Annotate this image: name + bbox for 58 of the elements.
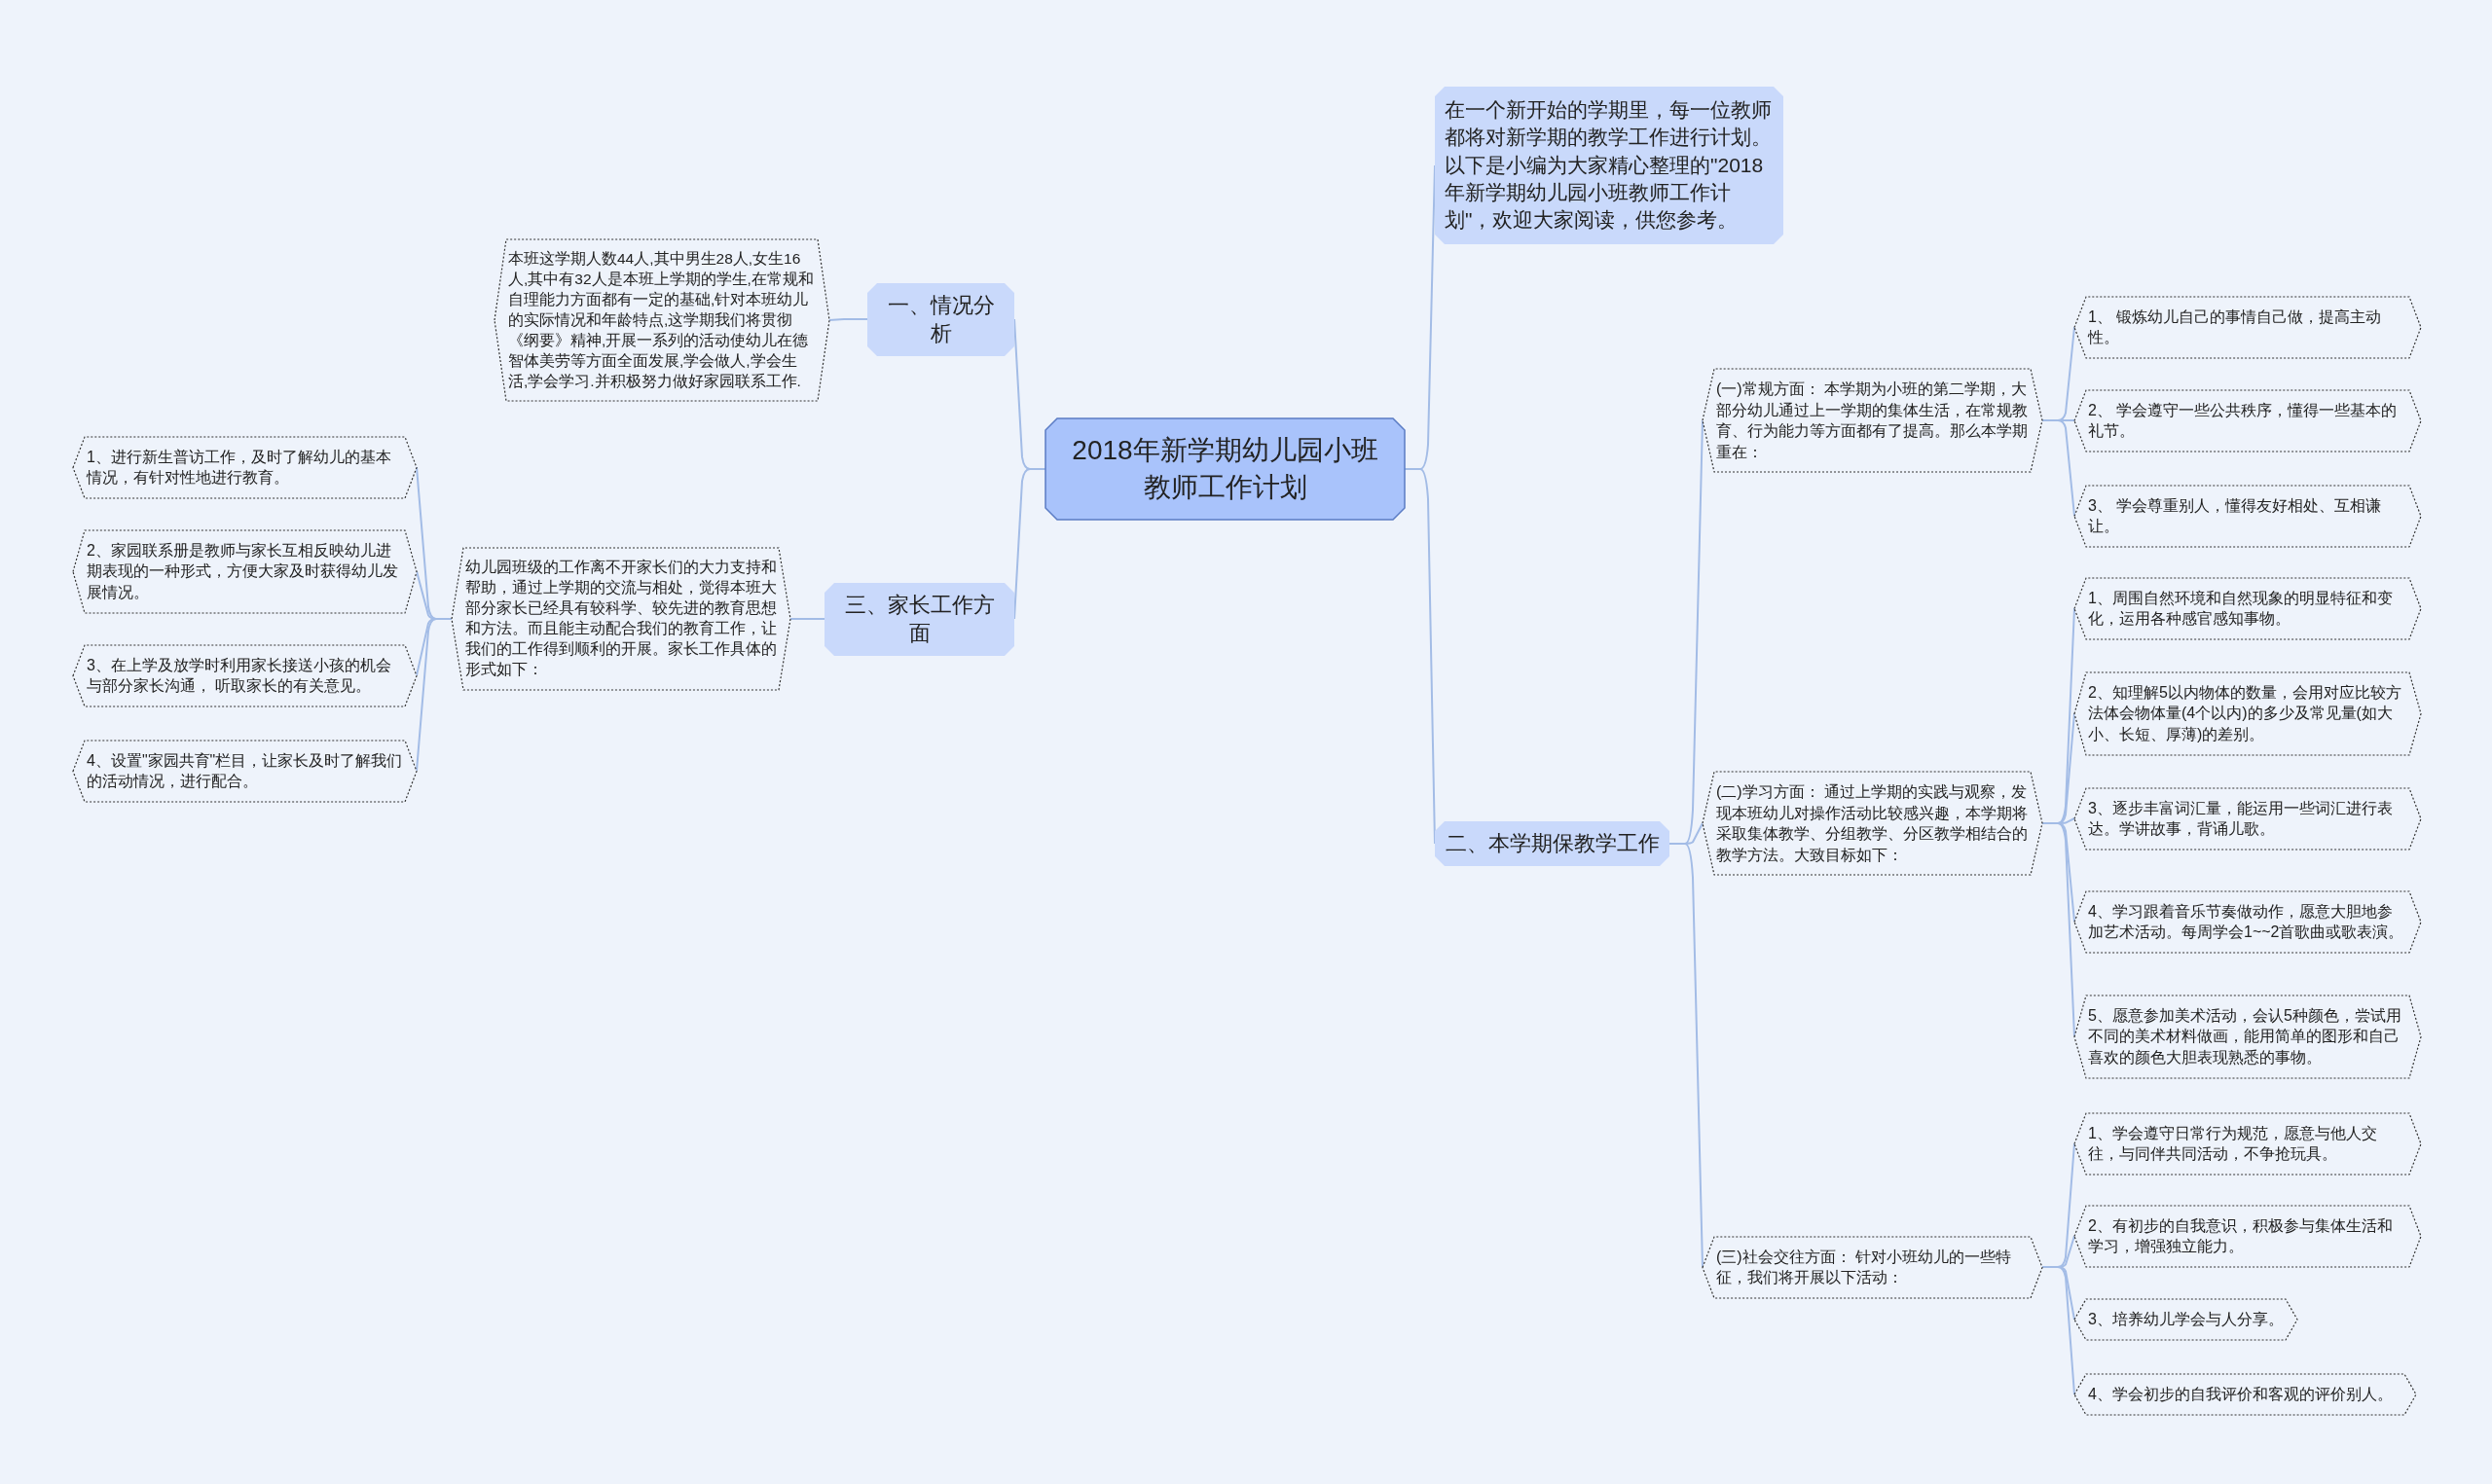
connector-line [2041,1266,2075,1395]
subtopic-text: 1、周围自然环境和自然现象的明显特征和变化，运用各种感官感知事物。 [2088,588,2394,630]
branch-topic-text: 一、情况分析 [886,291,996,348]
subtopic-box [73,529,417,613]
subtopic-box [2074,1205,2421,1267]
subtopic-text: 3、在上学及放学时利用家长接送小孩的机会与部分家长沟通， 听取家长的有关意见。 [87,655,392,697]
subtopic-text: 4、学会初步的自我评价和客观的评价别人。 [2088,1385,2393,1404]
connector-line [789,618,825,620]
subtopic-text: 4、设置"家园共育"栏目，让家长及时了解我们的活动情况，进行配合。 [87,750,403,792]
branch-topic-text: 二、本学期保教学工作 [1445,830,1660,857]
subtopic-text: 本班这学期人数44人,其中男生28人,女生16人,其中有32人是本班上学期的学生,在常规和自理能力方面都有一定的基础,针对本班幼儿的实际情况和年龄特点,这学期我们将贯彻《纲要》精神,开展一系列的活动使幼儿在德智体美劳等方面全面发展,学会做人,学会生活,学会学习.并积极努力做好家园联系工作. [508,249,815,391]
subtopic-text: (二)学习方面： 通过上学期的实践与观察，发现本班幼儿对操作活动比较感兴趣，本学期将采取集体教学、分组教学、分区教学相结合的教学方法。大致目标如下： [1716,782,2029,865]
subtopic-box [73,436,417,498]
subtopic-text: (一)常规方面： 本学期为小班的第二学期，大部分幼儿通过上一学期的集体生活，在常规教育、行为能力等方面都有了提高。那么本学期重在： [1716,380,2029,462]
subtopic-text: 幼儿园班级的工作离不开家长们的大力支持和帮助，通过上学期的交流与相处，觉得本班大部分家长已经具有较科学、较先进的教育思想和方法。而且能主动配合我们的教育工作，让我们的工作得到顺利的开展。家长工作具体的形式如下： [465,558,777,679]
subtopic-box [1703,369,2042,473]
subtopic-box [2074,1112,2421,1175]
central-topic-box [1045,418,1405,520]
central-topic-text: 2018年新学期幼儿园小班教师工作计划 [1071,434,1379,504]
subtopic-text: 4、学习跟着音乐节奏做动作，愿意大胆地参加艺术活动。每周学会1~~2首歌曲或歌表演。 [2088,901,2405,943]
connector-line [828,318,868,321]
connector-line [2041,419,2075,517]
subtopic-box [1703,772,2042,876]
intro-text: 在一个新开始的学期里，每一位教师都将对新学期的教学工作进行计划。以下是小编为大家精心整理的"2018年新学期幼儿园小班教师工作计划"，欢迎大家阅读，供您参考。 [1445,97,1773,234]
subtopic-text: 3、逐步丰富词汇量，能运用一些词汇进行表达。学讲故事，背诵儿歌。 [2088,798,2394,840]
intro-box [1435,87,1783,244]
subtopic-text: 1、学会遵守日常行为规范，愿意与他人交往，与同伴共同活动，不争抢玩具。 [2088,1123,2378,1165]
subtopic-text: (三)社会交往方面： 针对小班幼儿的一些特征，我们将开展以下活动： [1716,1247,2013,1288]
subtopic-box [2074,577,2421,639]
subtopic-box [452,548,790,690]
subtopic-text: 3、培养幼儿学会与人分享。 [2088,1310,2284,1329]
subtopic-box [2074,995,2421,1078]
branch-topic-box [1435,821,1669,866]
subtopic-text: 2、知理解5以内物体的数量，会用对应比较方法体会物体量(4个以内)的多少及常见量(如大小、长短、厚薄)的差别。 [2088,682,2402,744]
subtopic-box [2074,671,2421,755]
connector-line [416,618,453,772]
subtopic-box [1703,1236,2042,1298]
branch-topic-box [825,582,1014,656]
subtopic-box [495,239,829,402]
subtopic-box [2074,485,2421,547]
subtopic-box [2074,1299,2297,1340]
subtopic-text: 1、进行新生普访工作，及时了解幼儿的基本情况，有针对性地进行教育。 [87,447,392,489]
subtopic-box [2074,389,2421,452]
subtopic-text: 2、有初步的自我意识，积极参与集体生活和学习，增强独立能力。 [2088,1215,2394,1257]
subtopic-text: 3、 学会尊重别人，懂得友好相处、互相谦让。 [2088,495,2383,537]
subtopic-box [2074,296,2421,358]
subtopic-box [2074,787,2421,850]
subtopic-text: 2、家园联系册是教师与家长互相反映幼儿进期表现的一种形式，方便大家及时获得幼儿发展情况。 [87,540,399,602]
subtopic-box [73,740,417,802]
subtopic-text: 1、 锻炼幼儿自己的事情自己做，提高主动性。 [2088,307,2383,348]
subtopic-text: 2、 学会遵守一些公共秩序，懂得一些基本的礼节。 [2088,400,2399,442]
branch-topic-box [867,282,1014,356]
subtopic-box [73,644,417,706]
subtopic-box [2074,1374,2416,1415]
subtopic-text: 5、愿意参加美术活动，会认5种颜色，尝试用不同的美术材料做画，能用简单的图形和自己喜欢的颜色大胆表现熟悉的事物。 [2088,1005,2402,1068]
subtopic-box [2074,890,2421,953]
connector-line [2041,822,2075,1037]
branch-topic-text: 三、家长工作方面 [843,591,996,648]
